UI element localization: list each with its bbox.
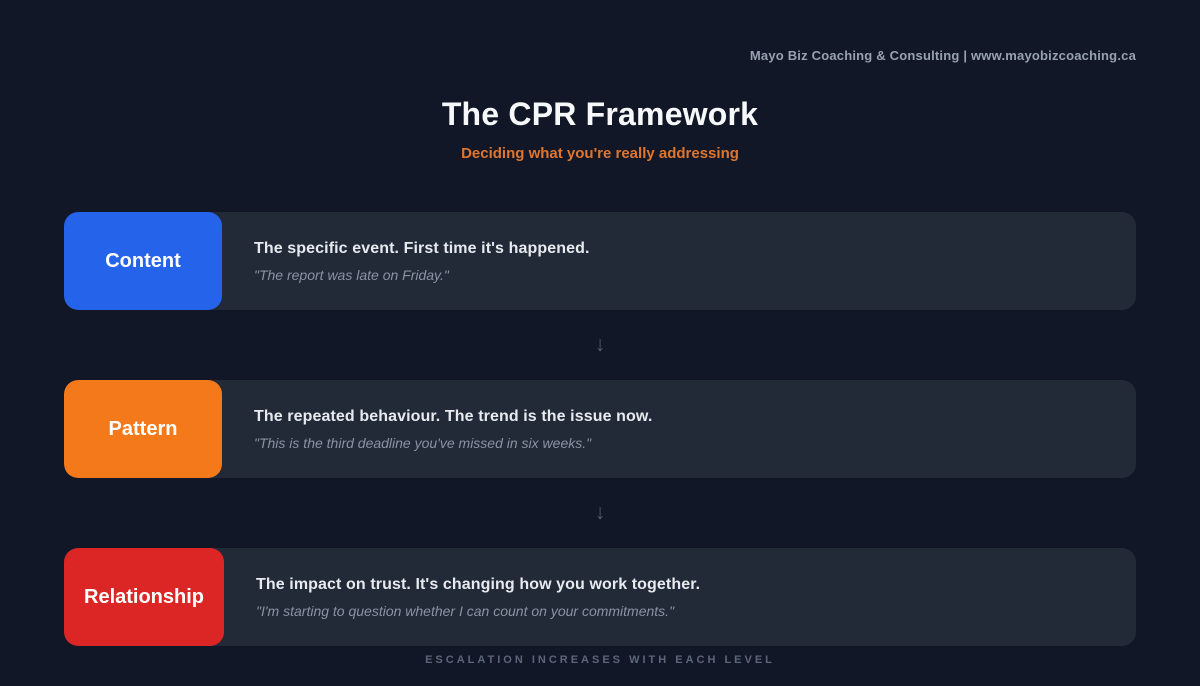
level-body-content: The specific event. First time it's happ… — [222, 212, 1136, 310]
page-subtitle: Deciding what you're really addressing — [461, 145, 739, 162]
level-quote: "The report was late on Friday." — [254, 266, 449, 283]
level-quote: "This is the third deadline you've misse… — [254, 434, 592, 451]
level-body-relationship: The impact on trust. It's changing how y… — [224, 548, 1136, 646]
level-body-pattern: The repeated behaviour. The trend is the… — [222, 380, 1136, 478]
level-description: The specific event. First time it's happ… — [254, 239, 590, 257]
level-label-relationship: Relationship — [64, 548, 225, 646]
footer-caption: ESCALATION INCREASES WITH EACH LEVEL — [425, 654, 775, 666]
level-label-pattern: Pattern — [64, 380, 222, 478]
level-row-relationship: Relationship The impact on trust. It's c… — [64, 548, 1136, 646]
branding-text: Mayo Biz Coaching & Consulting | www.may… — [749, 48, 1136, 63]
level-quote: "I'm starting to question whether I can … — [256, 602, 675, 619]
down-arrow-icon: ↓ — [594, 333, 606, 356]
levels-list: Content The specific event. First time i… — [64, 212, 1136, 646]
level-label-content: Content — [64, 212, 222, 310]
level-description: The impact on trust. It's changing how y… — [256, 575, 701, 593]
level-description: The repeated behaviour. The trend is the… — [254, 407, 653, 425]
level-row-content: Content The specific event. First time i… — [64, 212, 1136, 310]
page-title: The CPR Framework — [441, 96, 759, 132]
down-arrow-icon: ↓ — [594, 501, 606, 524]
level-row-pattern: Pattern The repeated behaviour. The tren… — [64, 380, 1136, 478]
